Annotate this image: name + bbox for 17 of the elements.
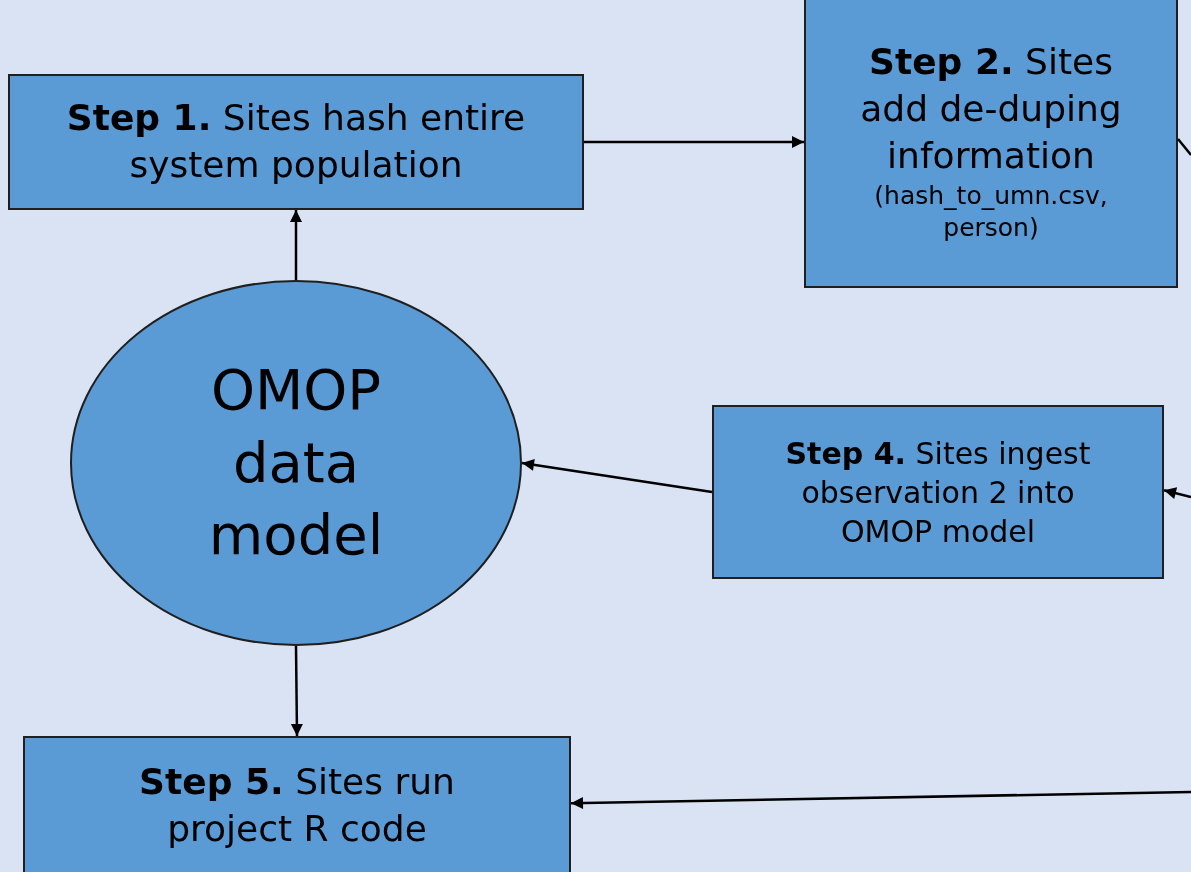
arrow	[521, 458, 713, 494]
arrow	[584, 136, 804, 148]
arrow	[290, 210, 302, 280]
process-box	[23, 736, 571, 872]
step-text: Step 1. Sites hash entire system population	[65, 96, 527, 187]
process-box	[804, 0, 1178, 288]
step-text: OMOP data model	[207, 355, 385, 570]
step-text: Step 5. Sites run project R code	[138, 760, 456, 851]
arrow	[570, 790, 1191, 809]
process-box	[8, 74, 584, 210]
arrow	[290, 646, 303, 736]
step-text: Step 4. Sites ingest observation 2 into OMOP model	[784, 434, 1092, 551]
process-box	[712, 405, 1164, 579]
arrow	[1163, 487, 1191, 499]
data-model-ellipse	[70, 280, 522, 646]
file-note: (hash_to_umn.csv, person)	[873, 179, 1109, 245]
step-text: Step 2. Sites add de-duping information	[859, 40, 1123, 178]
